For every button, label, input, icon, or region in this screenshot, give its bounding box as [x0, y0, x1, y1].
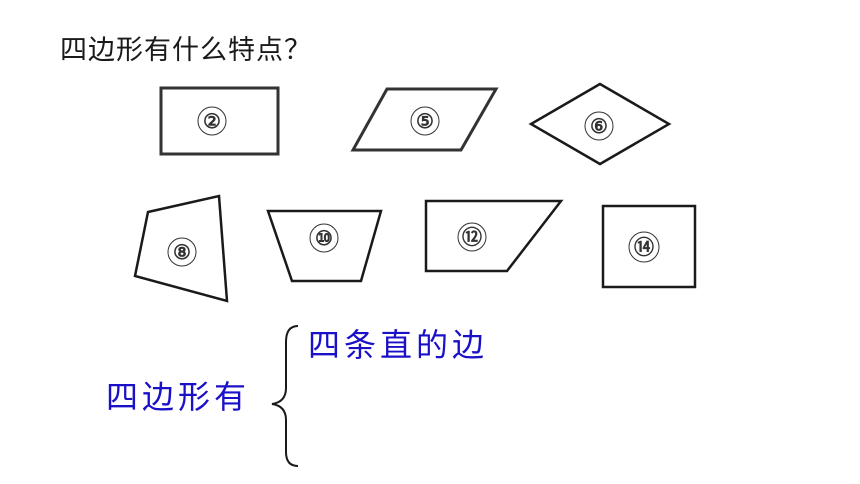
label-circle	[628, 231, 660, 263]
label-circle	[309, 223, 339, 253]
shape-label-10: ⑩	[309, 223, 339, 253]
shape-square: ⑭	[601, 204, 697, 289]
label-circle	[197, 106, 227, 136]
label-number: ⑩	[315, 226, 333, 250]
rhombus-outline	[528, 82, 672, 166]
label-number: ⑧	[173, 240, 191, 264]
curly-brace	[271, 325, 299, 467]
right-trapezoid-outline	[424, 199, 564, 273]
label-circle	[584, 111, 614, 141]
label-circle	[457, 222, 487, 252]
shape-rectangle: ②	[159, 86, 280, 156]
shape-trapezoid: ⑩	[266, 209, 383, 283]
shape-label-6: ⑥	[584, 111, 614, 141]
question-title: 四边形有什么特点？	[60, 35, 312, 66]
shape-parallelogram: ⑤	[350, 87, 499, 152]
parallelogram-outline	[350, 87, 499, 152]
shape-label-14: ⑭	[628, 231, 660, 263]
label-number: ⑫	[462, 225, 482, 249]
label-number: ⑭	[634, 235, 654, 259]
label-circle	[410, 106, 440, 136]
summary-property-1: 四条直的边	[308, 326, 489, 364]
summary-subject: 四边形有	[106, 378, 251, 416]
label-circle	[167, 237, 197, 267]
label-number: ⑤	[416, 109, 434, 133]
shape-quadrilateral: ⑧	[133, 194, 229, 303]
quadrilateral-outline	[133, 194, 229, 303]
shape-label-5: ⑤	[410, 106, 440, 136]
label-number: ⑥	[590, 114, 608, 138]
shape-right-trapezoid: ⑫	[424, 199, 564, 273]
shape-rhombus: ⑥	[528, 82, 672, 166]
square-outline	[601, 204, 697, 289]
shape-label-8: ⑧	[167, 237, 197, 267]
trapezoid-outline	[266, 209, 383, 283]
rectangle-outline	[159, 86, 280, 156]
label-number: ②	[203, 109, 221, 133]
shape-label-12: ⑫	[457, 222, 487, 252]
shape-label-2: ②	[197, 106, 227, 136]
